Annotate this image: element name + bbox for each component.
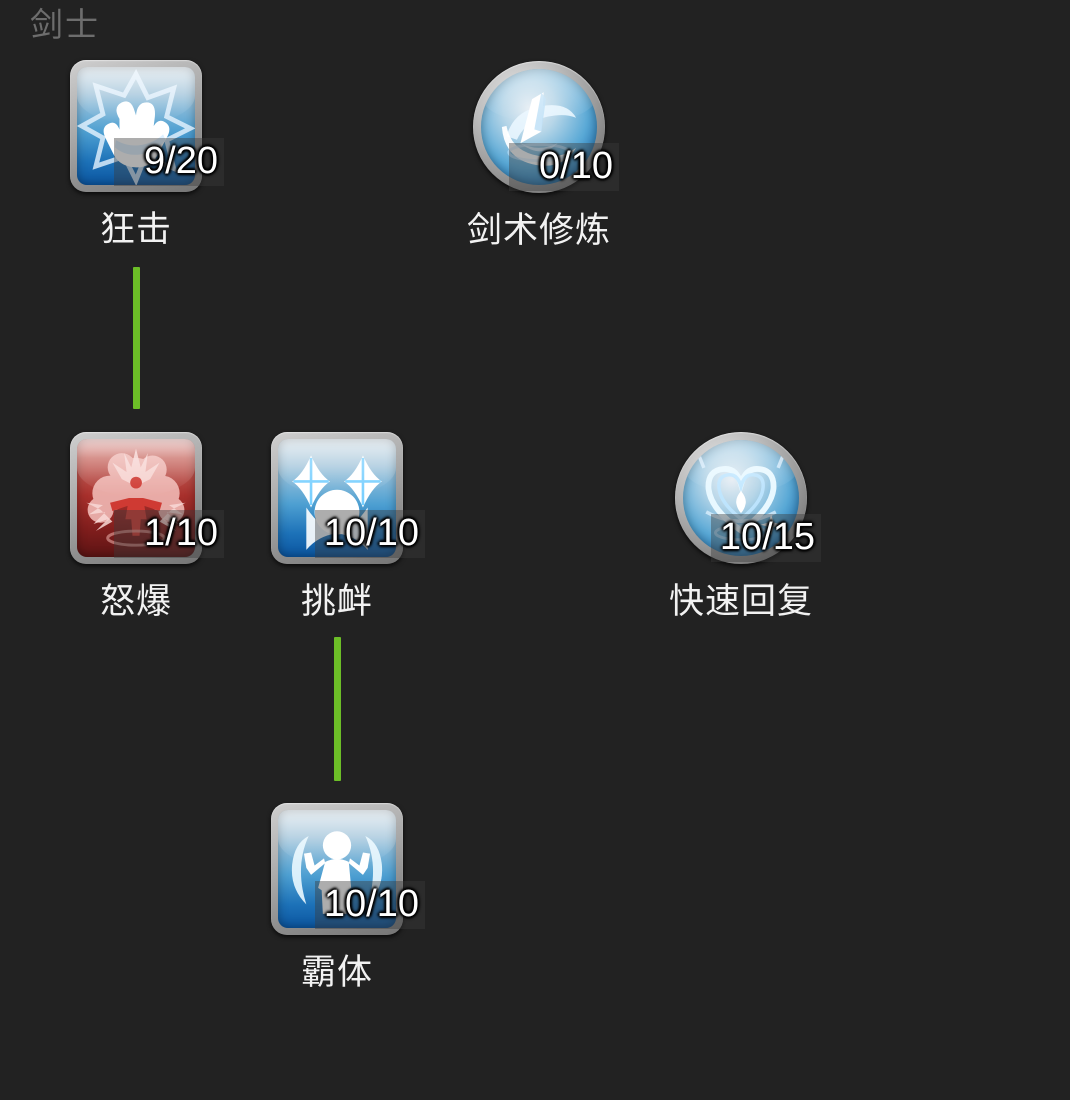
skill-node-jianshuxiulian[interactable]: 0/10 剑术修炼 xyxy=(439,61,639,255)
skill-level-badge: 10/15 xyxy=(711,514,821,562)
skill-level-badge: 9/20 xyxy=(114,138,224,186)
skill-level-badge: 10/10 xyxy=(315,510,425,558)
fist-starburst-icon xyxy=(77,69,195,185)
skill-name-label: 怒爆 xyxy=(99,582,172,621)
heart-regen-icon xyxy=(697,455,785,542)
skill-node-tiaoxin[interactable]: 10/10 挑衅 xyxy=(237,432,437,626)
connector-tiaoxin-bati xyxy=(334,637,341,781)
icon-frame xyxy=(70,432,202,564)
class-title: 剑士 xyxy=(30,6,100,43)
skill-node-nubao[interactable]: 1/10 怒爆 xyxy=(36,432,236,626)
blade-swirl-icon xyxy=(501,92,577,166)
skill-name-label: 挑衅 xyxy=(300,582,373,621)
skill-node-kuaisuhuifu[interactable]: 10/15 快速回复 xyxy=(641,432,841,626)
skill-icon-jianshuxiulian[interactable]: 0/10 xyxy=(473,61,619,193)
skill-node-bati[interactable]: 10/10 霸体 xyxy=(237,803,437,997)
connector-kuangji-nubao xyxy=(133,267,140,409)
guard-figure-icon xyxy=(291,831,383,914)
skill-icon-bati[interactable]: 10/10 xyxy=(271,803,425,935)
skill-name-label: 快速回复 xyxy=(668,582,813,621)
skill-icon-tiaoxin[interactable]: 10/10 xyxy=(271,432,425,564)
skill-level-badge: 10/10 xyxy=(315,881,425,929)
skill-level-badge: 0/10 xyxy=(509,143,619,191)
skill-icon-kuangji[interactable]: 9/20 xyxy=(70,60,224,192)
skill-level-badge: 1/10 xyxy=(114,510,224,558)
skill-name-label: 剑术修炼 xyxy=(466,211,611,250)
skill-name-label: 霸体 xyxy=(300,953,373,992)
skill-node-kuangji[interactable]: 9/20 狂击 xyxy=(36,60,236,254)
skill-icon-nubao[interactable]: 1/10 xyxy=(70,432,224,564)
sparkle-orb-icon xyxy=(292,455,382,550)
explosion-figure-icon xyxy=(86,448,186,547)
skill-name-label: 狂击 xyxy=(99,210,172,249)
skill-icon-kuaisuhuifu[interactable]: 10/15 xyxy=(675,432,821,564)
